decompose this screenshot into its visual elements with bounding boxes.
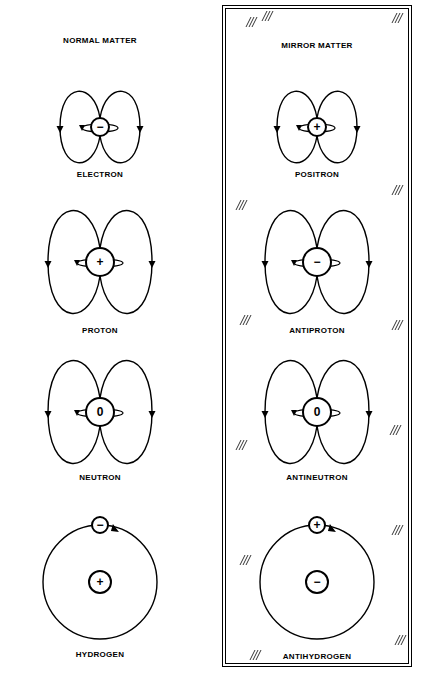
particle-name: HYDROGEN xyxy=(76,650,125,659)
mirror-hatching xyxy=(236,11,406,660)
particle-sphere: + xyxy=(88,570,112,594)
glint-stroke xyxy=(236,440,241,450)
glint-stroke xyxy=(252,17,257,27)
particle-name: PROTON xyxy=(82,326,118,335)
orbit xyxy=(260,525,374,639)
glint-stroke xyxy=(246,315,251,325)
glint-stroke xyxy=(398,635,403,645)
field-arrowhead xyxy=(57,126,64,133)
particle-name: ANTIPROTON xyxy=(289,326,345,335)
particle-sphere: − xyxy=(302,247,332,277)
charge-sign: − xyxy=(313,256,320,268)
spin-arrowhead xyxy=(74,410,80,416)
glint-stroke xyxy=(392,525,397,535)
particle-sphere: 0 xyxy=(302,397,332,427)
charge-sign: 0 xyxy=(97,406,104,418)
field-arrowhead xyxy=(366,411,373,418)
field-arrowhead xyxy=(149,261,156,268)
glint-stroke xyxy=(401,635,406,645)
particle-sphere: + xyxy=(307,117,327,137)
glint-stroke xyxy=(242,200,247,210)
particle-sphere: − xyxy=(305,570,329,594)
glint-stroke xyxy=(398,525,403,535)
spin-arrowhead xyxy=(74,260,80,266)
glint-stroke xyxy=(395,185,400,195)
particle-name: NEUTRON xyxy=(79,473,121,482)
field-arrowhead xyxy=(262,261,269,268)
panel-heading: MIRROR MATTER xyxy=(226,41,408,50)
glint-stroke xyxy=(398,185,403,195)
particle-name: ANTIHYDROGEN xyxy=(283,652,352,661)
glint-stroke xyxy=(240,555,245,565)
glint-stroke xyxy=(253,650,258,660)
glint-stroke xyxy=(256,650,261,660)
charge-sign: − xyxy=(96,519,103,531)
field-arrowhead xyxy=(354,126,361,133)
glint-stroke xyxy=(265,11,270,21)
orbit xyxy=(43,525,157,639)
glint-stroke xyxy=(239,440,244,450)
particle-sphere: − xyxy=(91,516,109,534)
glint-stroke xyxy=(393,425,398,435)
glint-stroke xyxy=(392,320,397,330)
glint-stroke xyxy=(246,17,251,27)
spin-arrowhead xyxy=(291,410,297,416)
charge-sign: − xyxy=(96,121,103,133)
spin-arrowhead xyxy=(79,125,85,131)
glint-stroke xyxy=(395,525,400,535)
glint-stroke xyxy=(396,425,401,435)
orbit-arrowhead xyxy=(111,524,119,532)
glint-stroke xyxy=(392,185,397,195)
glint-stroke xyxy=(392,13,397,23)
glint-stroke xyxy=(395,320,400,330)
glint-stroke xyxy=(395,635,400,645)
glint-stroke xyxy=(236,200,241,210)
particle-sphere: + xyxy=(85,247,115,277)
charge-sign: + xyxy=(96,576,103,588)
charge-sign: + xyxy=(96,256,103,268)
glint-stroke xyxy=(398,13,403,23)
field-arrowhead xyxy=(45,261,52,268)
field-arrowhead xyxy=(274,126,281,133)
glint-stroke xyxy=(240,315,245,325)
glint-stroke xyxy=(250,650,255,660)
field-arrowhead xyxy=(366,261,373,268)
field-lines xyxy=(43,91,374,639)
glint-stroke xyxy=(395,13,400,23)
glint-stroke xyxy=(243,555,248,565)
column-heading: NORMAL MATTER xyxy=(63,36,137,45)
field-arrowhead xyxy=(262,411,269,418)
glint-stroke xyxy=(390,425,395,435)
particle-name: ELECTRON xyxy=(77,170,123,179)
particle-sphere: + xyxy=(308,516,326,534)
glint-stroke xyxy=(268,11,273,21)
particle-sphere: − xyxy=(90,117,110,137)
spin-arrowhead xyxy=(296,125,302,131)
charge-sign: 0 xyxy=(314,406,321,418)
particle-sphere: 0 xyxy=(85,397,115,427)
spin-arrowhead xyxy=(291,260,297,266)
glint-stroke xyxy=(262,11,267,21)
charge-sign: + xyxy=(313,519,320,531)
glint-stroke xyxy=(243,315,248,325)
charge-sign: + xyxy=(313,121,320,133)
glint-stroke xyxy=(242,440,247,450)
field-arrowhead xyxy=(137,126,144,133)
glint-stroke xyxy=(249,17,254,27)
field-arrowhead xyxy=(149,411,156,418)
orbit-arrowhead xyxy=(328,524,336,532)
charge-sign: − xyxy=(313,576,320,588)
glint-stroke xyxy=(239,200,244,210)
particle-name: ANTINEUTRON xyxy=(286,473,348,482)
glint-stroke xyxy=(246,555,251,565)
particle-name: POSITRON xyxy=(295,170,339,179)
field-arrowhead xyxy=(45,411,52,418)
mirror-panel: + − 0 + − MIRROR MATTER xyxy=(222,5,412,667)
glint-stroke xyxy=(398,320,403,330)
